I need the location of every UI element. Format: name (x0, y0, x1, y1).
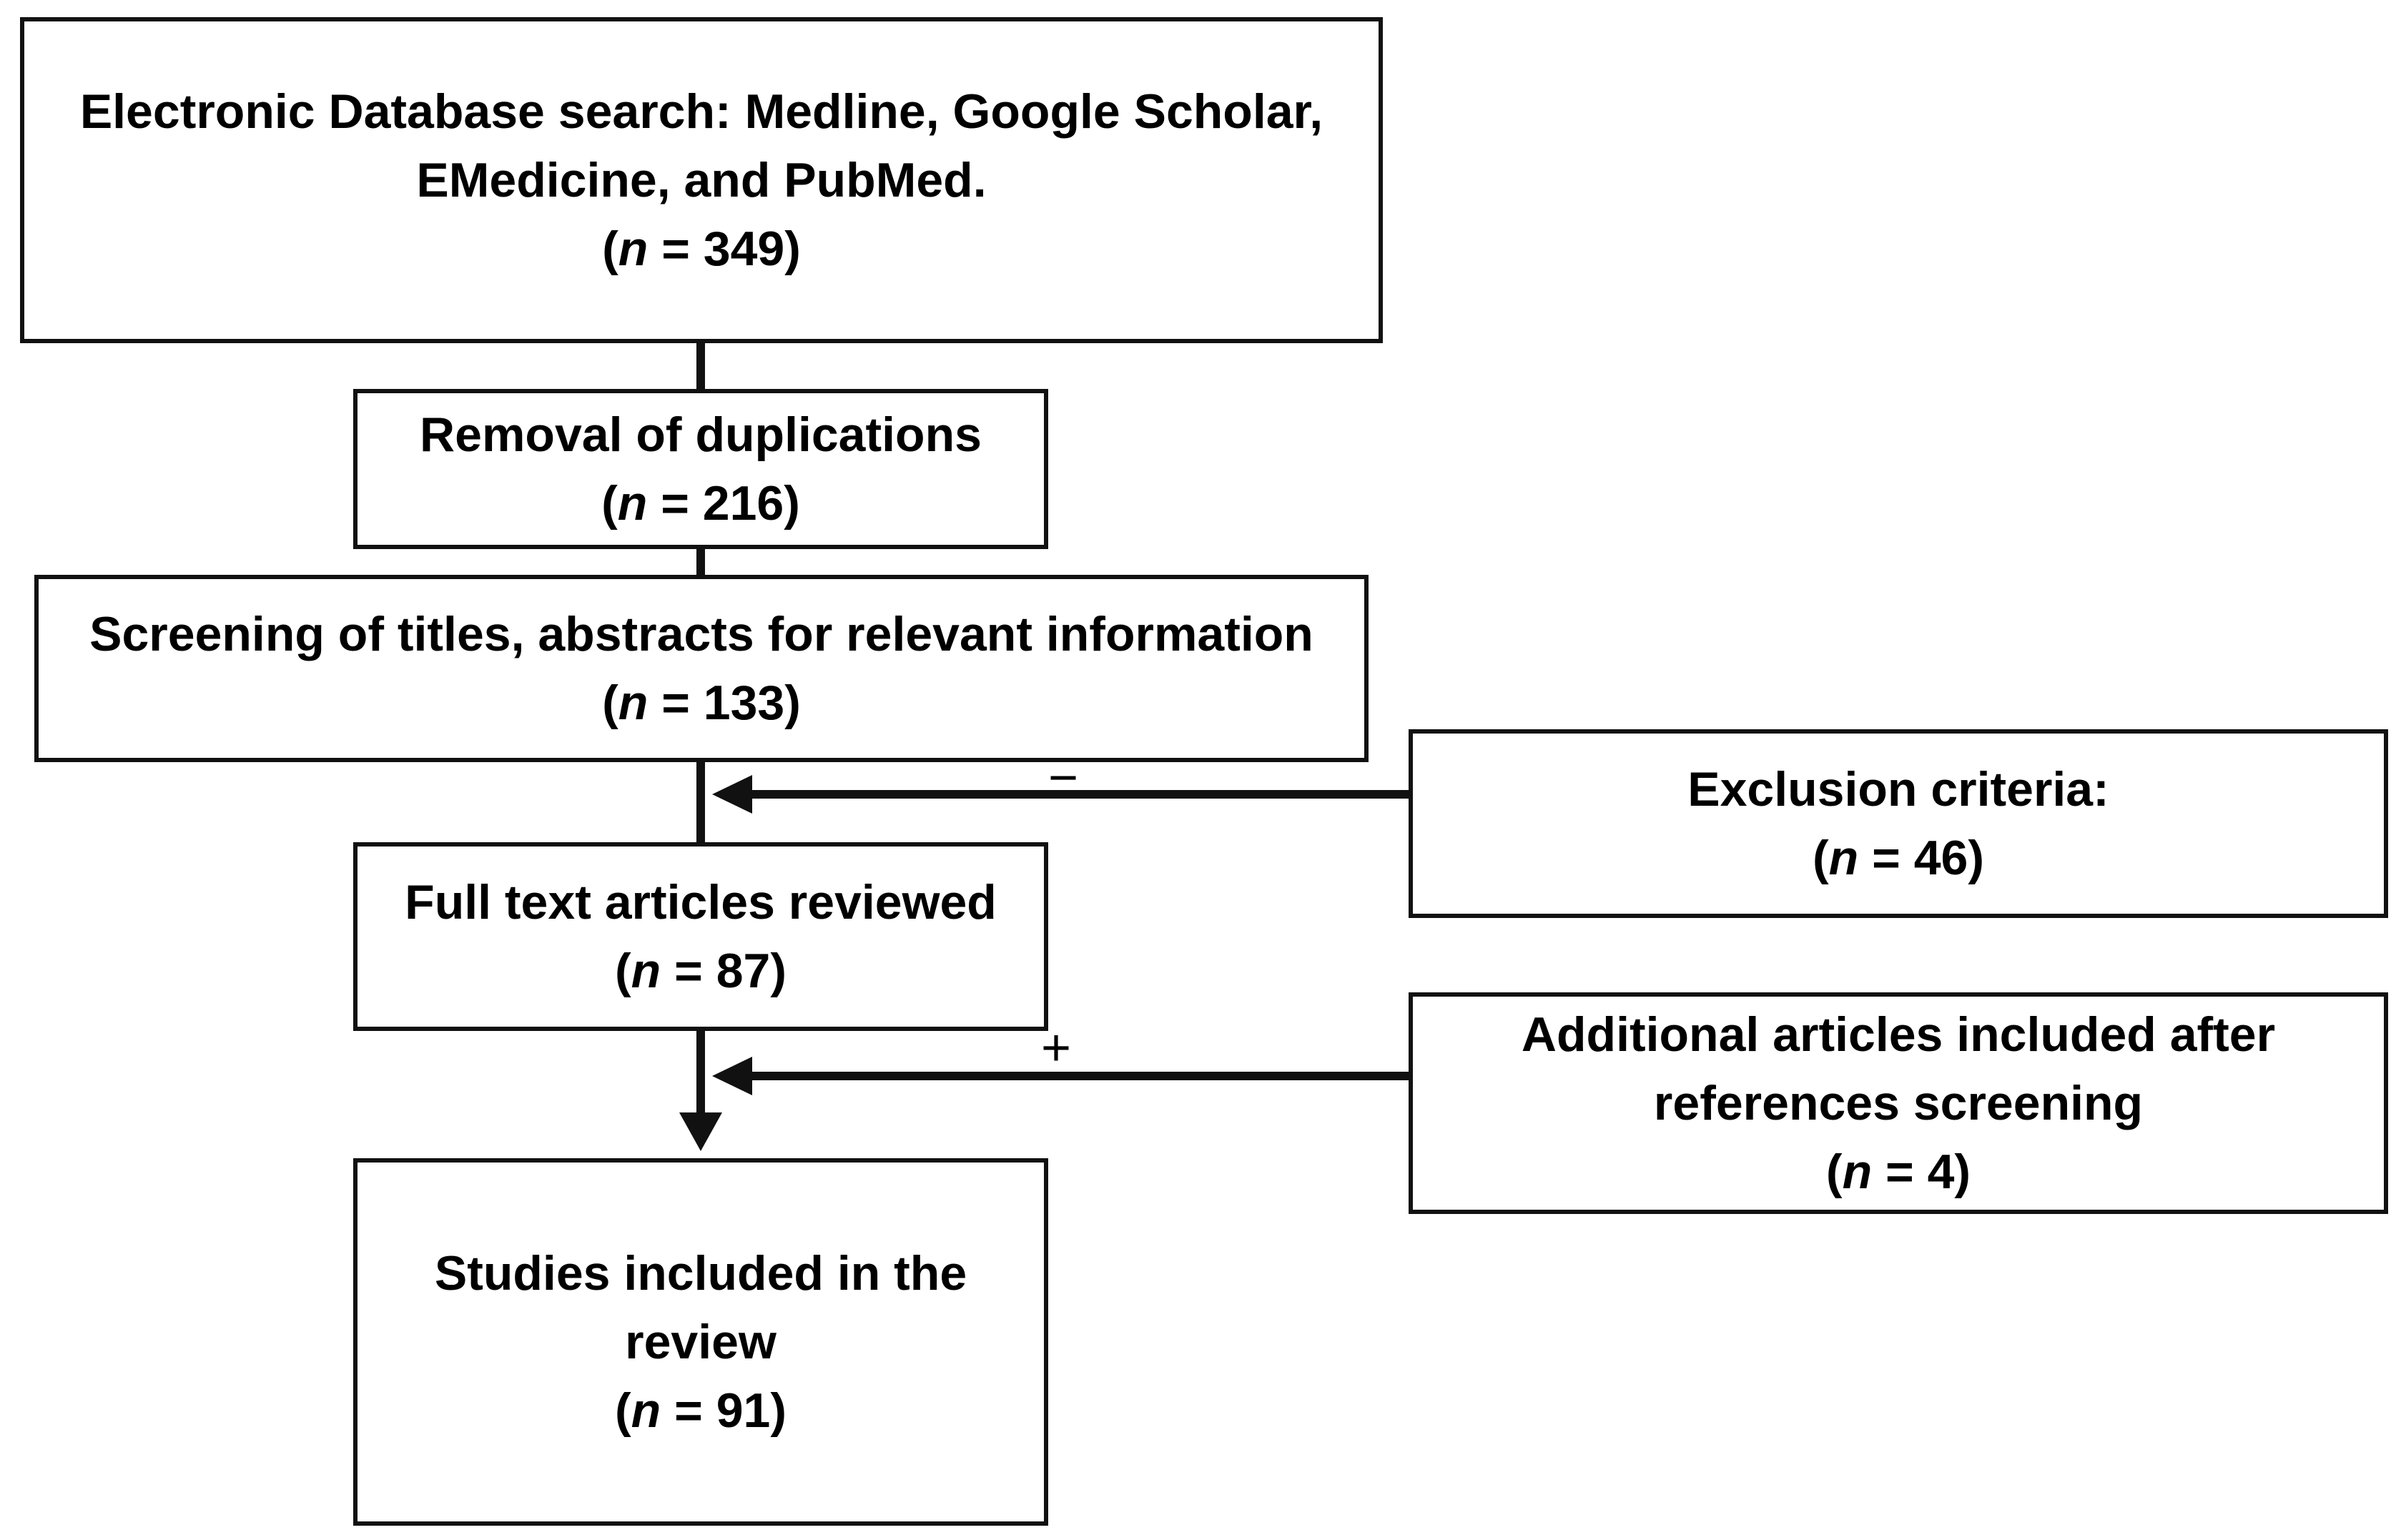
box-database-search: Electronic Database search: Medline, Goo… (20, 17, 1383, 343)
box-full-text-reviewed: Full text articles reviewed (n = 87) (353, 842, 1048, 1031)
box-count: (n = 216) (601, 476, 800, 530)
box-count: (n = 349) (602, 222, 801, 276)
box-text-line: references screening (1653, 1076, 2144, 1130)
box-count: (n = 4) (1825, 1145, 1971, 1199)
box-count: (n = 133) (602, 676, 801, 730)
box-text-line: Additional articles included after (1521, 1007, 2276, 1062)
minus-sign: − (1048, 749, 1079, 806)
box-text-line: Exclusion criteria: (1687, 762, 2109, 816)
box-text-line: Full text articles reviewed (405, 875, 997, 929)
box-studies-included: Studies included in the review (n = 91) (353, 1158, 1048, 1526)
arrowhead-exclusion (712, 775, 752, 814)
plus-sign: + (1041, 1020, 1072, 1077)
box-text-line: Electronic Database search: Medline, Goo… (79, 84, 1323, 139)
box-text-line: Removal of duplications (420, 408, 982, 462)
box-count: (n = 91) (615, 1383, 787, 1438)
box-text-line: Studies included in the (434, 1246, 967, 1300)
arrowhead-included (679, 1112, 722, 1151)
box-count: (n = 87) (615, 944, 787, 998)
box-additional-articles: Additional articles included after refer… (1409, 992, 2388, 1214)
box-text-line: Screening of titles, abstracts for relev… (89, 607, 1313, 661)
box-screening: Screening of titles, abstracts for relev… (34, 575, 1369, 762)
box-exclusion-criteria: Exclusion criteria: (n = 46) (1409, 729, 2388, 918)
box-text-line: EMedicine, and PubMed. (416, 153, 987, 207)
box-text-line: review (625, 1315, 777, 1369)
box-removal-duplications: Removal of duplications (n = 216) (353, 389, 1048, 549)
box-count: (n = 46) (1813, 831, 1984, 885)
arrowhead-additional (712, 1057, 752, 1095)
